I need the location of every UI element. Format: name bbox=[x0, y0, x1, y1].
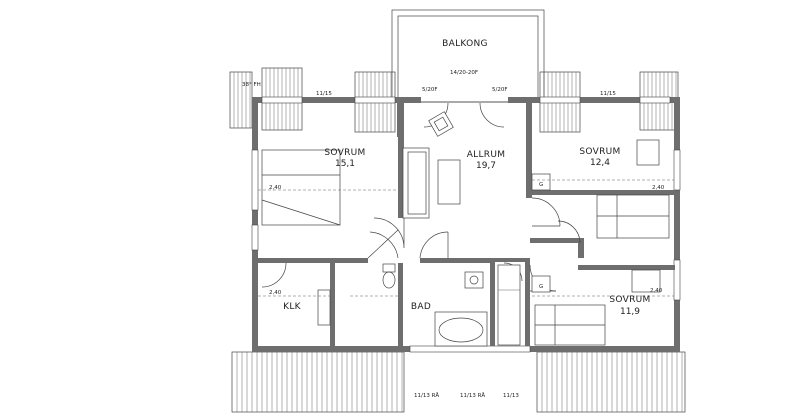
window-label-top-left: 11/15 bbox=[316, 91, 332, 97]
room-label-sovrum-right-bottom: SOVRUM bbox=[609, 295, 650, 305]
desk-right-top bbox=[636, 139, 660, 166]
klk-shelf bbox=[317, 289, 331, 326]
roof-angle-label: 38° FH bbox=[242, 82, 261, 88]
window-label-top-right: 11/15 bbox=[600, 91, 616, 97]
bed-right-bottom bbox=[534, 304, 606, 346]
furniture bbox=[261, 111, 670, 347]
roof-window-bottom-left bbox=[231, 351, 405, 413]
bed-right-top bbox=[596, 194, 670, 239]
room-area-sovrum-right-bottom: 11,9 bbox=[620, 307, 640, 317]
room-label-sovrum-left: SOVRUM bbox=[324, 148, 365, 158]
toilet bbox=[382, 263, 396, 289]
wardrobe-g-top bbox=[531, 173, 551, 191]
window-label-bottom-3: 11/13 bbox=[503, 393, 519, 399]
height-label-right-bottom: 2,40 bbox=[650, 288, 663, 294]
bathtub bbox=[434, 311, 488, 347]
armchair-allrum bbox=[428, 111, 454, 137]
door-label-center: 14/20-20F bbox=[450, 70, 478, 76]
door-label-right: 5/20F bbox=[492, 87, 508, 93]
room-label-balkong: BALKONG bbox=[442, 39, 488, 49]
interior-walls bbox=[258, 103, 675, 346]
height-label-left: 2,40 bbox=[269, 185, 282, 191]
sink bbox=[464, 271, 484, 289]
bed-left bbox=[261, 149, 341, 226]
desk-right-bottom bbox=[631, 269, 661, 293]
room-label-bad: BAD bbox=[411, 302, 431, 312]
room-area-sovrum-right-top: 12,4 bbox=[590, 158, 610, 168]
balcony bbox=[391, 9, 545, 103]
room-label-klk: KLK bbox=[283, 302, 302, 312]
wardrobe-g-bottom bbox=[531, 275, 551, 293]
window-label-bottom-2: 11/13 RÅ bbox=[460, 392, 485, 399]
room-area-sovrum-left: 15,1 bbox=[335, 159, 355, 169]
window-label-bottom-1: 11/13 RÅ bbox=[414, 392, 439, 399]
door-label-left: 5/20F bbox=[422, 87, 438, 93]
roof-window-top-far-left bbox=[229, 71, 253, 129]
table-allrum bbox=[437, 159, 461, 205]
wardrobe-label-g-top: G bbox=[539, 182, 543, 188]
roof-windows bbox=[229, 67, 686, 413]
shower bbox=[497, 264, 521, 346]
room-label-allrum: ALLRUM bbox=[467, 150, 506, 160]
wardrobe-label-g-bottom: G bbox=[539, 284, 543, 290]
height-lines bbox=[258, 179, 674, 297]
roof-window-bottom-right bbox=[536, 351, 686, 413]
sofa-allrum bbox=[402, 147, 430, 219]
room-label-sovrum-right-top: SOVRUM bbox=[579, 147, 620, 157]
height-label-klk: 2,40 bbox=[269, 290, 282, 296]
height-label-right-top: 2,40 bbox=[652, 185, 665, 191]
wall-windows bbox=[251, 96, 681, 353]
room-area-allrum: 19,7 bbox=[476, 161, 496, 171]
